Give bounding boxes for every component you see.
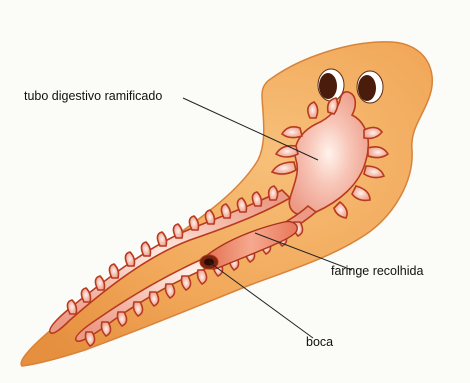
label-digestive-tube: tubo digestivo ramificado <box>24 90 162 103</box>
label-mouth: boca <box>306 336 333 349</box>
label-pharynx: faringe recolhida <box>331 265 423 278</box>
